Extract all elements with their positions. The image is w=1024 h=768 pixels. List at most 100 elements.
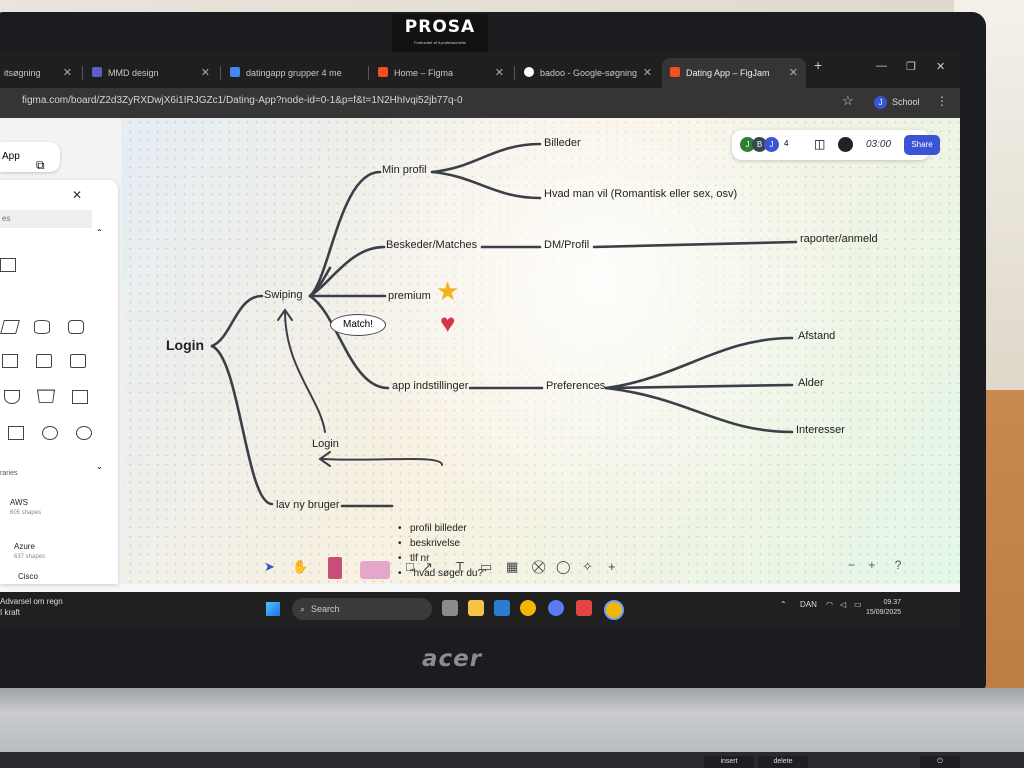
close-icon[interactable]: ✕	[72, 188, 83, 202]
shape-window-icon[interactable]	[8, 426, 24, 440]
node-alder[interactable]: Alder	[798, 377, 824, 389]
comment-tool-icon[interactable]: ◯	[556, 559, 571, 574]
library-cisco[interactable]: Cisco	[18, 572, 39, 581]
close-icon[interactable]: ✕	[494, 67, 504, 79]
store-icon[interactable]	[576, 600, 592, 616]
node-lav-ny-bruger[interactable]: lav ny bruger	[276, 499, 340, 511]
shapes-search-input[interactable]: es	[0, 210, 92, 228]
tab-itsogning[interactable]: itsøgning ✕	[0, 58, 80, 88]
shape-shield-icon[interactable]	[4, 390, 20, 404]
panel-toggle-icon[interactable]: ⧉	[36, 158, 45, 172]
bookmark-star-icon[interactable]: ☆	[842, 93, 854, 108]
restore-icon[interactable]: ❐	[906, 61, 916, 73]
system-clock[interactable]: 09.37 15/09/2025	[866, 598, 901, 618]
url-field[interactable]: figma.com/board/Z2d3ZyRXDwjX6i1IRJGZc1/D…	[22, 95, 463, 106]
chevron-up-icon[interactable]: ⌃	[96, 228, 103, 237]
tab-datingapp-grupper[interactable]: datingapp grupper 4 me	[222, 58, 366, 88]
hand-tool-icon[interactable]: ✋	[292, 559, 309, 574]
file-name-pill[interactable]: App ⧉	[0, 142, 60, 172]
node-swiping[interactable]: Swiping	[264, 289, 303, 301]
tray-overflow-icon[interactable]: ⌃	[780, 600, 787, 609]
new-tab-button[interactable]: +	[814, 57, 823, 73]
shape-card-icon[interactable]	[68, 320, 84, 334]
figjam-canvas[interactable]: App ⧉ ✕ es ⌃ ⌄ raries	[0, 118, 960, 584]
close-icon[interactable]: ✕	[62, 67, 72, 79]
shape-tab-icon[interactable]	[72, 390, 88, 404]
shape-note-icon[interactable]	[70, 354, 86, 368]
file-explorer-icon[interactable]	[468, 600, 484, 616]
shape-x-circle-icon[interactable]	[76, 426, 92, 440]
close-icon[interactable]: ✕	[200, 67, 210, 79]
outlook-icon[interactable]	[494, 600, 510, 616]
star-sticker[interactable]: ★	[436, 276, 460, 306]
node-match[interactable]: Match!	[330, 314, 386, 336]
timer[interactable]: 03:00	[866, 139, 892, 150]
node-login-root[interactable]: Login	[166, 337, 205, 353]
weather-widget[interactable]: Advarsel om regn I kraft	[0, 596, 63, 618]
shape-rectangle-icon[interactable]	[0, 258, 16, 272]
marker-tool-icon[interactable]	[328, 557, 342, 579]
collaborator-avatar[interactable]: B	[752, 137, 767, 152]
node-billeder[interactable]: Billeder	[544, 137, 581, 149]
zoom-out-button[interactable]: −	[848, 558, 856, 572]
windows-start-icon[interactable]	[266, 602, 280, 616]
connector-tool-icon[interactable]: ↗	[422, 559, 433, 574]
tab-home-figma[interactable]: Home – Figma ✕	[370, 58, 512, 88]
node-min-profil[interactable]: Min profil	[382, 164, 427, 176]
task-view-icon[interactable]	[442, 600, 458, 616]
close-window-icon[interactable]: ✕	[936, 61, 946, 73]
ai-tool-icon[interactable]: ✧	[582, 559, 593, 574]
shape-trapezoid-icon[interactable]	[36, 389, 56, 403]
help-button[interactable]: ?	[894, 558, 902, 572]
share-button[interactable]: Share	[904, 135, 940, 155]
wifi-icon[interactable]: ◠	[826, 600, 833, 609]
table-tool-icon[interactable]: ▦	[506, 559, 519, 574]
node-premium[interactable]: premium	[388, 290, 431, 302]
shape-tool-icon[interactable]: □	[406, 559, 414, 574]
close-icon[interactable]: ✕	[788, 67, 798, 79]
language-indicator[interactable]: DAN	[800, 600, 817, 609]
shape-crosshair-icon[interactable]	[42, 426, 58, 440]
chrome-icon[interactable]	[520, 600, 536, 616]
signup-fields-list[interactable]: profil billeder beskrivelse tlf nr "hvad…	[398, 521, 487, 581]
tab-dating-app-figjam[interactable]: Dating App – FigJam ✕	[662, 58, 806, 88]
zoom-in-button[interactable]: +	[868, 558, 876, 572]
collaborator-avatar[interactable]: J	[740, 137, 755, 152]
layout-icon[interactable]: ◫	[814, 137, 826, 151]
shape-speech-icon[interactable]	[36, 354, 52, 368]
battery-icon[interactable]: ▭	[854, 600, 862, 609]
node-preferences[interactable]: Preferences	[546, 380, 606, 392]
browser-menu-icon[interactable]: ⋮	[936, 94, 948, 108]
shape-parallelogram-icon[interactable]	[0, 320, 20, 334]
close-icon[interactable]: ✕	[642, 67, 652, 79]
node-raporter-anmeld[interactable]: raporter/anmeld	[800, 233, 878, 245]
collaborator-avatar[interactable]: J	[764, 137, 779, 152]
shape-cylinder-icon[interactable]	[34, 320, 50, 334]
volume-icon[interactable]: ◁	[840, 600, 847, 609]
node-dm-profil[interactable]: DM/Profil	[544, 239, 590, 251]
tab-mmd-design[interactable]: MMD design ✕	[84, 58, 218, 88]
collaborator-count[interactable]: 4	[784, 139, 789, 148]
library-azure[interactable]: Azure	[14, 542, 35, 551]
heart-sticker[interactable]: ♥	[440, 308, 456, 338]
zoom-icon[interactable]	[548, 600, 564, 616]
sticky-note-tool-icon[interactable]	[360, 561, 390, 579]
tab-badoo-search[interactable]: badoo - Google-søgning ✕	[516, 58, 660, 88]
select-tool-icon[interactable]: ➤	[264, 559, 275, 574]
stamp-tool-icon[interactable]: ⛒	[532, 559, 546, 574]
node-interesser[interactable]: Interesser	[796, 424, 845, 436]
node-login-secondary[interactable]: Login	[312, 438, 339, 450]
node-app-indstillinger[interactable]: app indstillinger	[392, 380, 469, 392]
more-tools-icon[interactable]: +	[608, 559, 616, 574]
node-hvad-man-vil[interactable]: Hvad man vil (Romantisk eller sex, osv)	[544, 188, 738, 200]
text-tool-icon[interactable]: T	[456, 559, 464, 574]
node-beskeder-matches[interactable]: Beskeder/Matches	[386, 239, 478, 251]
taskbar-search[interactable]: ⌕Search	[292, 598, 432, 620]
chrome-active-icon[interactable]	[604, 600, 624, 620]
minimize-icon[interactable]: —	[876, 60, 887, 72]
chevron-down-icon[interactable]: ⌄	[96, 462, 103, 471]
node-afstand[interactable]: Afstand	[798, 330, 836, 342]
section-tool-icon[interactable]: ▭	[480, 559, 493, 574]
library-aws[interactable]: AWS	[10, 498, 28, 507]
